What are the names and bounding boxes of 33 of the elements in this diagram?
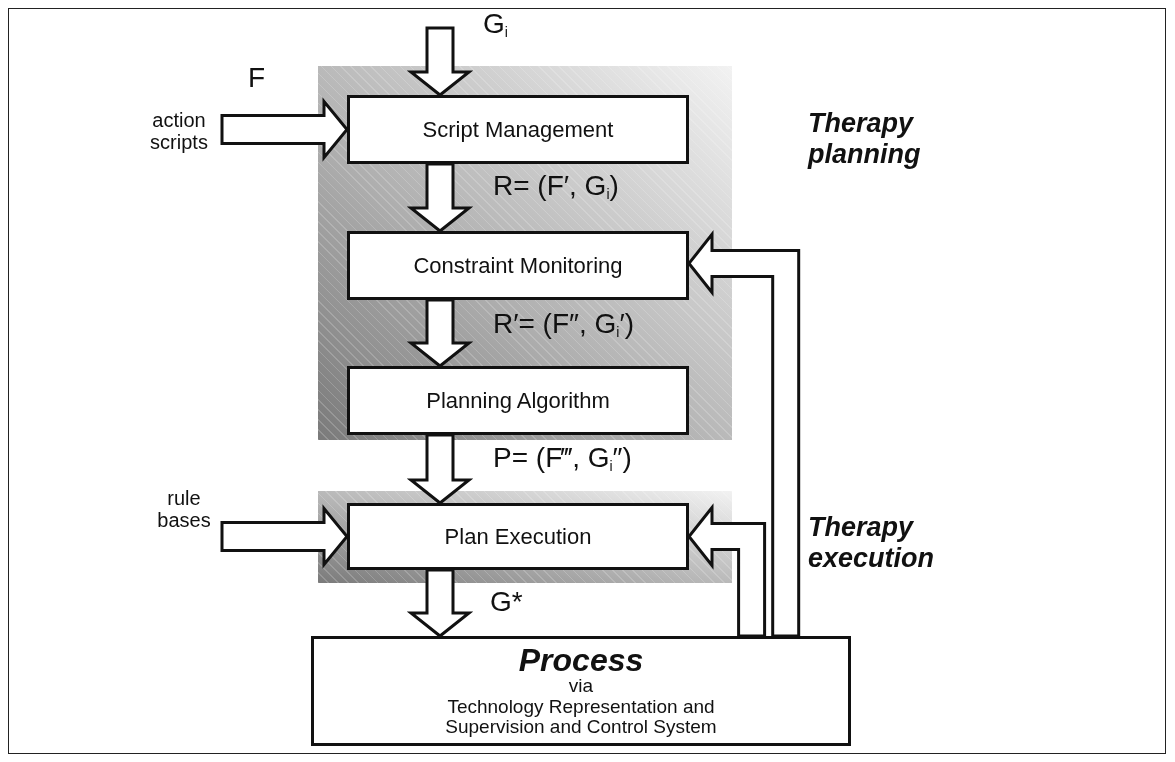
process-box — [311, 636, 851, 746]
box-label: Constraint Monitoring — [413, 253, 623, 278]
input-label: action scripts — [149, 109, 209, 153]
input-label: rule bases — [156, 487, 212, 531]
box-label: Planning Algorithm — [426, 388, 610, 413]
process-box — [347, 503, 689, 570]
edge-label: G$_{i}$ — [483, 10, 508, 39]
process-box — [347, 231, 689, 300]
hollow-arrow — [406, 298, 474, 368]
hollow-arrow — [406, 26, 474, 97]
edge-label: R= (F′, G$_{i}$) — [493, 172, 619, 201]
box-label: Plan Execution — [444, 524, 592, 549]
edge-label: R′= (F″, G$_{i}$′) — [493, 310, 634, 339]
edge-label: G* — [490, 588, 523, 616]
hollow-arrow — [687, 503, 767, 638]
hollow-arrow — [220, 97, 349, 162]
edge-label: F — [248, 64, 266, 92]
hollow-arrow — [406, 568, 474, 638]
box-label: via — [568, 676, 594, 697]
process-box — [347, 366, 689, 435]
hollow-arrow — [406, 433, 474, 505]
section-heading: Therapy execution — [808, 512, 936, 575]
edge-label: P= (F‴, G$_{i}$″) — [493, 444, 632, 473]
shaded-band — [318, 491, 732, 583]
section-heading: Therapy planning — [808, 108, 922, 171]
hollow-arrow — [406, 162, 474, 233]
hollow-arrow — [687, 230, 801, 638]
box-title: Process — [518, 644, 644, 677]
shaded-band — [318, 66, 732, 440]
process-box — [347, 95, 689, 164]
box-label: Technology Representation and Supervision and Control System — [444, 696, 718, 738]
hollow-arrow — [220, 504, 349, 569]
box-label: Script Management — [422, 117, 614, 142]
